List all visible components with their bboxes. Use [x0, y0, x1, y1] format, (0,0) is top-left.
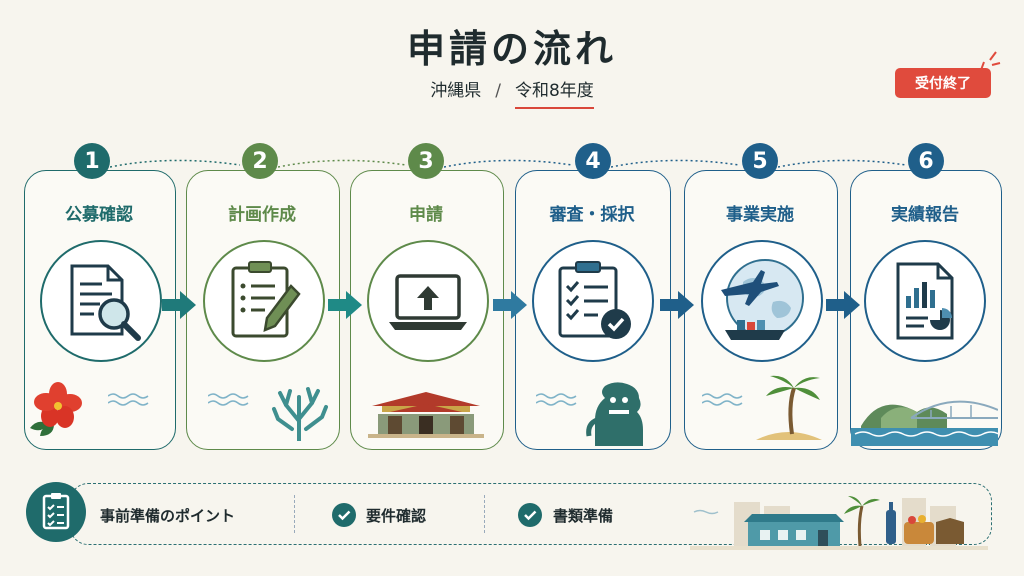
step-label-1: 公募確認 [65, 205, 133, 225]
checklist-badge [26, 482, 86, 542]
arrow-right-icon [660, 291, 694, 319]
preparation-heading: 事前準備のポイント [100, 507, 236, 525]
hibiscus-icon [30, 382, 82, 436]
step-label-2: 計画作成 [228, 205, 296, 225]
preparation-item-documents: 書類準備 [553, 507, 614, 525]
laptop-upload-icon [389, 274, 467, 330]
wave-decoration [702, 393, 743, 406]
dotted-connector-3 [444, 159, 572, 168]
step-number-1: 1 [74, 143, 110, 179]
status-badge: 受付終了 [895, 68, 991, 98]
step-illustration-2 [203, 240, 325, 362]
clipboard-pencil-icon [231, 261, 301, 338]
step-number-5: 5 [742, 143, 778, 179]
checklist-icon [42, 493, 70, 530]
step-label-6: 実績報告 [891, 205, 959, 225]
arrow-right-icon [328, 291, 362, 319]
coral-icon [272, 387, 328, 441]
wave-decoration [208, 393, 249, 406]
report-chart-icon [896, 262, 954, 340]
burst-icon [980, 51, 1001, 71]
dotted-connector-2 [278, 159, 406, 168]
step-illustration-3 [367, 240, 489, 362]
arrow-right-icon [162, 291, 196, 319]
page-subtitle: 沖縄県 / 令和8年度 [0, 76, 1024, 109]
globe-plane-ship-icon [721, 259, 804, 340]
dotted-connector-5 [778, 159, 906, 168]
check-icon [518, 503, 542, 527]
divider [294, 495, 295, 533]
shurei-gate-icon [368, 392, 484, 438]
bridge-island-icon [851, 400, 998, 446]
step-illustration-6 [864, 240, 986, 362]
dotted-connector-4 [611, 159, 739, 168]
preparation-item-requirements: 要件確認 [366, 507, 427, 525]
step-label-4: 審査・採択 [549, 205, 635, 225]
arrow-right-icon [493, 291, 527, 319]
wave-decoration [108, 393, 149, 406]
page-title: 申請の流れ [406, 27, 617, 71]
prefecture-label: 沖縄県 [430, 81, 482, 101]
clipboard-check-icon [558, 261, 631, 339]
dotted-connector-1 [110, 159, 240, 168]
arrow-right-icon [826, 291, 860, 319]
step-illustration-1 [40, 240, 162, 362]
step-illustration-4 [532, 240, 654, 362]
wave-decoration [536, 393, 577, 406]
check-icon [332, 503, 356, 527]
step-label-3: 申請 [409, 205, 443, 225]
step-number-6: 6 [908, 143, 944, 179]
step-number-2: 2 [242, 143, 278, 179]
step-label-5: 事業実施 [726, 205, 794, 225]
shisa-icon [586, 382, 643, 446]
separator: / [495, 81, 501, 101]
step-illustration-5 [701, 240, 823, 362]
step-number-4: 4 [575, 143, 611, 179]
fiscal-year-label: 令和8年度 [514, 81, 594, 109]
step-number-3: 3 [408, 143, 444, 179]
divider [484, 495, 485, 533]
document-search-icon [70, 264, 141, 341]
town-illustration [690, 496, 988, 550]
palm-island-icon [756, 375, 822, 440]
